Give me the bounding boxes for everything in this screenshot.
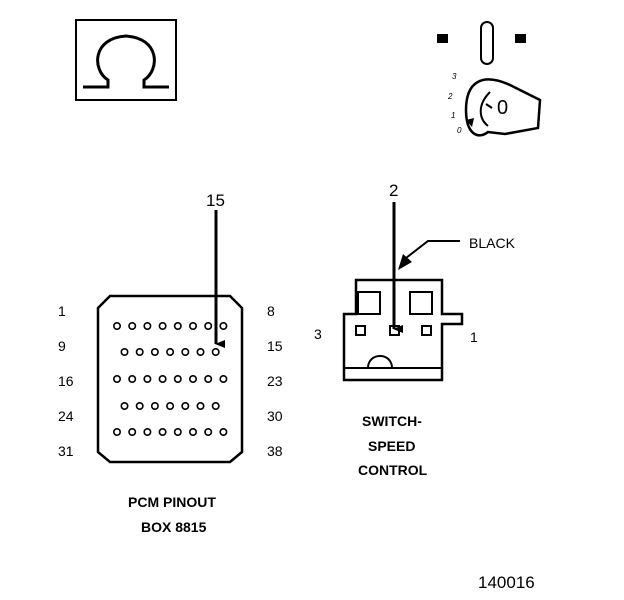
pcm-pin (166, 347, 175, 356)
pcm-pin (219, 427, 228, 436)
pcm-caption-line2: BOX 8815 (141, 519, 207, 535)
pcm-row-end-label: 15 (267, 338, 283, 354)
pcm-pin (143, 427, 152, 436)
pcm-pin (128, 374, 137, 383)
pcm-pin (150, 347, 159, 356)
wire-color-label: BLACK (469, 235, 516, 251)
pcm-pin (128, 427, 137, 436)
switch-pin-1 (421, 325, 432, 336)
pcm-pin (158, 374, 167, 383)
pcm-pin (120, 347, 129, 356)
switch-pin-3 (355, 325, 366, 336)
switch-pin-label-3: 3 (314, 326, 322, 342)
pcm-pin-grid (113, 321, 228, 436)
pcm-row-end-label: 38 (267, 443, 283, 459)
pcm-pin (173, 321, 182, 330)
pcm-row-start-label: 24 (58, 408, 74, 424)
key-position-2: 2 (447, 92, 453, 101)
pcm-row-end-label: 30 (267, 408, 283, 424)
switch-pin-label-1: 1 (470, 329, 478, 345)
pcm-pin (143, 321, 152, 330)
speed-control-switch-connector (342, 278, 464, 382)
key-position-0: 0 (457, 126, 462, 135)
switch-pin-callout: 2 (389, 181, 398, 200)
pcm-row-start-label: 16 (58, 373, 74, 389)
ohmmeter-icon (75, 19, 177, 101)
pcm-row-end-label: 8 (267, 303, 275, 319)
pcm-pin (166, 401, 175, 410)
pcm-pin (113, 427, 122, 436)
key-position-1: 1 (451, 111, 455, 120)
pcm-pin (204, 374, 213, 383)
pcm-pin (204, 321, 213, 330)
pcm-row-start-label: 1 (58, 303, 66, 319)
pcm-pin (158, 321, 167, 330)
pcm-pin (189, 374, 198, 383)
pcm-pin-callout: 15 (206, 191, 225, 210)
pcm-pin (211, 347, 220, 356)
pcm-pin (219, 321, 228, 330)
pcm-row-labels-left: 1 9 16 24 31 (58, 303, 74, 459)
pcm-pin (173, 374, 182, 383)
pcm-row-start-label: 31 (58, 443, 74, 459)
pcm-pin (181, 401, 190, 410)
pcm-pin (135, 401, 144, 410)
pcm-pin (181, 347, 190, 356)
latch-left (357, 291, 381, 315)
pcm-pin (113, 374, 122, 383)
latch-right (409, 291, 433, 315)
pcm-pin (128, 321, 137, 330)
pcm-pin (196, 401, 205, 410)
pcm-pin (150, 401, 159, 410)
pcm-caption-line1: PCM PINOUT (128, 494, 216, 510)
pcm-pin (196, 347, 205, 356)
pcm-row-end-label: 23 (267, 373, 283, 389)
pcm-pin (158, 427, 167, 436)
pcm-pin (211, 401, 220, 410)
pcm-pin (135, 347, 144, 356)
pcm-pin (219, 374, 228, 383)
pcm-pin (204, 427, 213, 436)
wire-color-leader (405, 240, 460, 259)
pcm-row-start-label: 9 (58, 338, 66, 354)
pcm-pin (120, 401, 129, 410)
switch-caption-line3: CONTROL (358, 462, 428, 478)
ignition-key-icon: 0 3 2 1 0 (437, 21, 542, 137)
wire-color-arrowhead (398, 254, 412, 270)
switch-caption-line2: SPEED (368, 438, 415, 454)
key-position-3: 3 (452, 72, 457, 81)
pcm-pin (189, 427, 198, 436)
pcm-pin (173, 427, 182, 436)
key-position-label: 0 (497, 97, 508, 119)
pcm-pin (113, 321, 122, 330)
pcm-connector (96, 294, 244, 464)
switch-caption-line1: SWITCH- (362, 413, 422, 429)
figure-number: 140016 (478, 573, 535, 592)
pcm-row-labels-right: 8 15 23 30 38 (267, 303, 283, 459)
pcm-pin (189, 321, 198, 330)
pcm-pin (143, 374, 152, 383)
